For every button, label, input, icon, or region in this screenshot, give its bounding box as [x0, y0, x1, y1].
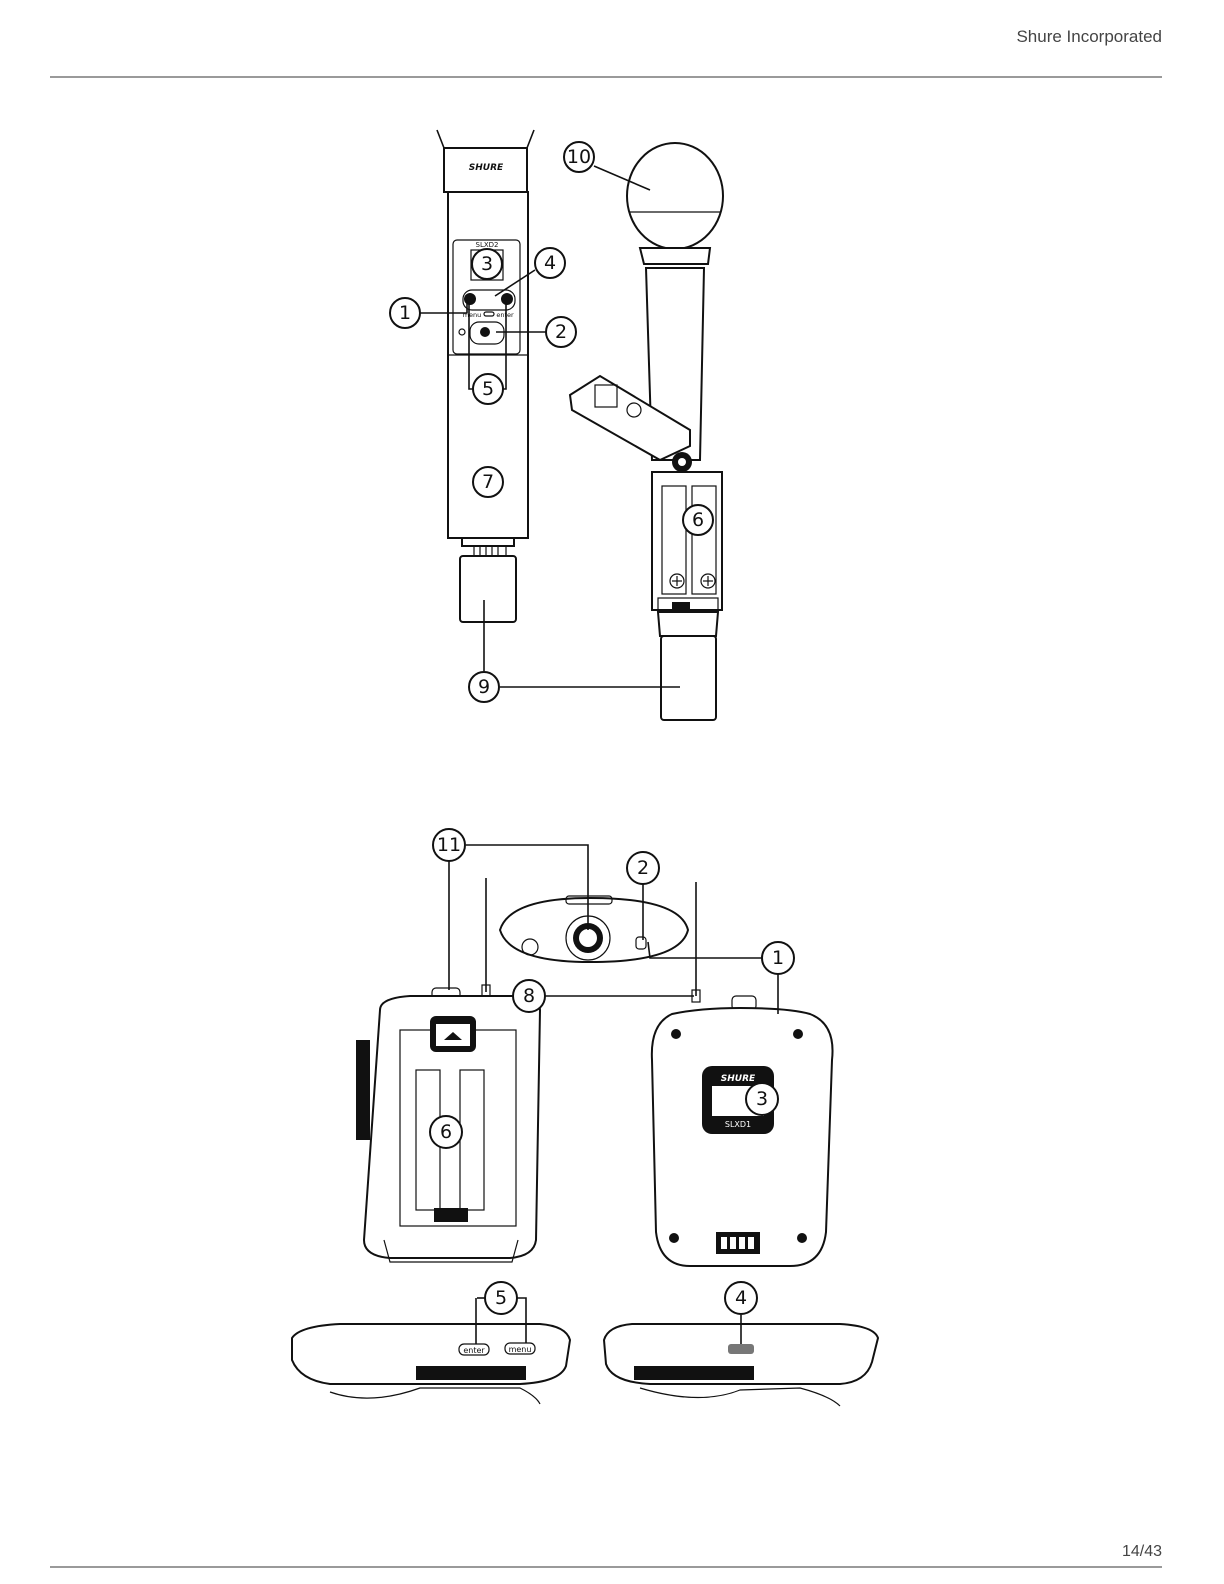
callout-5-bottom: 5 [485, 1282, 517, 1314]
svg-text:1: 1 [399, 302, 411, 324]
figure-slxd2-handheld: SHURE SLXD2 menu enter [390, 130, 723, 720]
bodypack-front-view: SHURE SLXD1 [652, 996, 833, 1266]
callout-5-top: 5 [473, 374, 503, 404]
svg-text:7: 7 [482, 471, 494, 493]
callout-6-bottom: 6 [430, 1116, 462, 1148]
callout-4-bottom: 4 [725, 1282, 757, 1314]
handheld-battery-cap [460, 556, 516, 622]
svg-text:4: 4 [735, 1287, 747, 1309]
callout-3-bottom: 3 [746, 1083, 778, 1115]
svg-text:3: 3 [756, 1088, 768, 1110]
svg-text:4: 4 [544, 252, 556, 274]
callout-6-top: 6 [683, 505, 713, 535]
svg-text:5: 5 [482, 378, 494, 400]
callout-2-top: 2 [546, 317, 576, 347]
callout-9-top: 9 [469, 672, 499, 702]
callout-2-bottom: 2 [627, 852, 659, 884]
callout-4-top: 4 [535, 248, 565, 278]
callout-11-bottom: 11 [433, 829, 465, 861]
svg-text:9: 9 [478, 676, 490, 698]
bodypack-side-view-buttons: enter menu [292, 1324, 570, 1404]
callout-3-top: 3 [472, 249, 502, 279]
figure-slxd1-bodypack: SHURE SLXD1 enter menu [292, 829, 878, 1406]
bodypack-enter-label: enter [463, 1346, 485, 1355]
handheld-menu-button [464, 293, 476, 305]
svg-text:2: 2 [555, 321, 567, 343]
svg-text:6: 6 [692, 509, 704, 531]
svg-text:11: 11 [437, 834, 461, 856]
handheld-open-battery-cap [661, 636, 716, 720]
svg-text:3: 3 [481, 253, 493, 275]
bodypack-brand-logo: SHURE [721, 1074, 756, 1084]
handheld-open-view [570, 143, 723, 720]
svg-text:2: 2 [637, 857, 649, 879]
callout-1-top: 1 [390, 298, 420, 328]
callout-7-top: 7 [473, 467, 503, 497]
svg-text:8: 8 [523, 985, 535, 1007]
microphone-grille [627, 143, 723, 249]
handheld-enter-button [501, 293, 513, 305]
handheld-brand-logo: SHURE [469, 163, 504, 173]
svg-text:1: 1 [772, 947, 784, 969]
callout-10-top: 10 [564, 142, 594, 172]
callout-1-bottom: 1 [762, 942, 794, 974]
footer-divider [50, 1566, 1162, 1568]
bodypack-model-label: SLXD1 [725, 1120, 751, 1129]
svg-text:6: 6 [440, 1121, 452, 1143]
page-number: 14/43 [1122, 1543, 1162, 1561]
svg-text:5: 5 [495, 1287, 507, 1309]
handheld-model-label: SLXD2 [476, 241, 499, 249]
handheld-enter-label: enter [496, 311, 514, 319]
svg-text:10: 10 [567, 146, 591, 168]
callout-8-bottom: 8 [513, 980, 545, 1012]
bodypack-top-view [500, 896, 688, 962]
bodypack-power-switch [728, 1344, 754, 1354]
bodypack-menu-label: menu [509, 1345, 532, 1354]
